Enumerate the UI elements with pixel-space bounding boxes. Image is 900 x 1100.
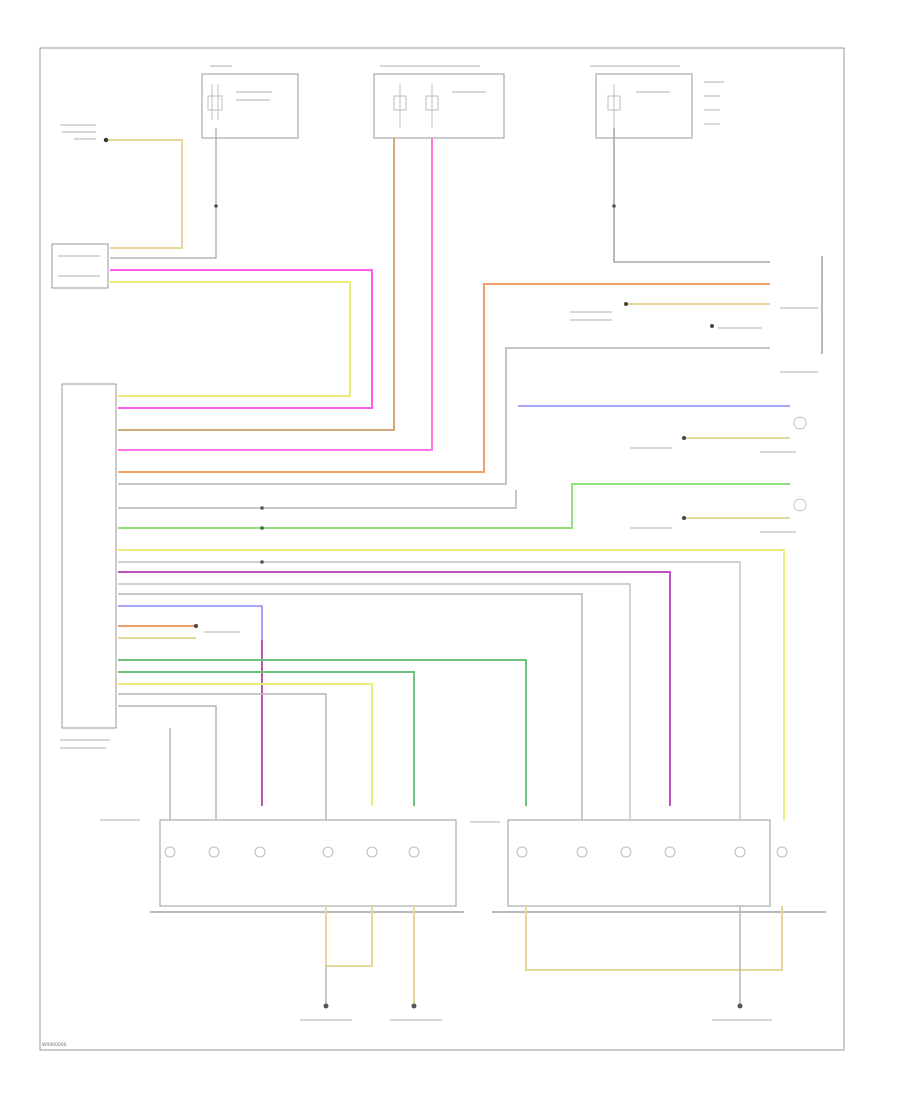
wire-gray-5: [118, 693, 327, 820]
lamp-bulbs: [164, 416, 807, 858]
wire-gray-3: [118, 583, 631, 820]
wire-gray-mid: [118, 490, 517, 509]
wire-green: [118, 483, 790, 529]
wire-yellow-top: [110, 281, 351, 397]
left-rear-lamp-assembly: [159, 819, 457, 907]
footer-code: W0000000: [42, 1042, 67, 1048]
wire-gray-feed-left: [110, 128, 217, 259]
wire-orange: [118, 283, 770, 473]
wire-gray-feed-right: [613, 128, 770, 263]
wire-violet: [118, 571, 671, 806]
fuse-box-center: [373, 73, 505, 139]
wire-dkgreen-2: [118, 671, 415, 806]
right-rear-lamp-assembly: [507, 819, 771, 907]
splice-dots: [103, 137, 714, 628]
wire-gray-6: [118, 705, 217, 820]
diagram-frame: [39, 47, 845, 1051]
wire-yellow-long: [118, 549, 785, 820]
wire-pink: [118, 138, 433, 451]
control-module: [61, 383, 117, 729]
fuse-box-left: [201, 73, 299, 139]
ground-points: [323, 1003, 743, 1009]
wire-gray-long: [118, 561, 741, 820]
wire-dkgreen-1: [118, 659, 527, 806]
illegible-labels: [58, 65, 818, 1021]
fuse-box-right: [595, 73, 693, 139]
wire-tan-ground-right: [525, 906, 783, 971]
wire-gray-right: [118, 347, 770, 485]
switch-module: [51, 243, 109, 289]
wire-brown: [118, 138, 395, 431]
wire-magenta-top: [110, 269, 373, 409]
wire-yellow-short: [118, 683, 373, 806]
wire-tan-ground-left: [325, 906, 373, 967]
wire-tan-top: [106, 139, 183, 249]
wire-gray-4: [118, 593, 583, 820]
